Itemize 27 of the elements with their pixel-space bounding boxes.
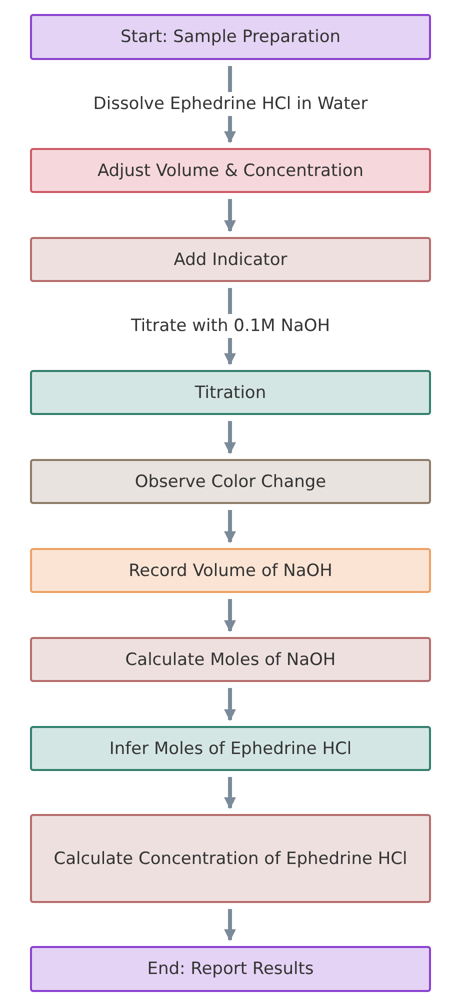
process-box: [30, 548, 431, 593]
step-text: Titration: [194, 382, 266, 404]
arrow: [224, 909, 236, 942]
process-box: [30, 14, 431, 60]
step-text: Calculate Concentration of Ephedrine HCl: [54, 848, 408, 870]
step-text: Record Volume of NaOH: [128, 560, 332, 582]
step-text: Start: Sample Preparation: [120, 26, 340, 49]
arrow: [224, 510, 236, 544]
step-text: Adjust Volume & Concentration: [97, 160, 364, 182]
step-text: Observe Color Change: [134, 470, 326, 494]
process-box: [30, 637, 431, 682]
step-text: Infer Moles of Ephedrine HCl: [109, 738, 352, 760]
step-text: Calculate Moles of NaOH: [125, 648, 336, 672]
arrow: [224, 688, 236, 722]
process-box: [30, 726, 431, 771]
step-text: Add Indicator: [174, 248, 288, 272]
arrow: [224, 421, 236, 454]
arrow: [224, 599, 236, 632]
process-box: [30, 370, 431, 415]
step-text: End: Report Results: [147, 958, 314, 981]
arrow: [224, 777, 236, 810]
process-box: [30, 814, 431, 903]
process-box: [30, 459, 431, 504]
process-box: [30, 946, 431, 992]
process-box: [30, 148, 431, 193]
arrow: [224, 199, 236, 232]
process-box: [30, 237, 431, 282]
